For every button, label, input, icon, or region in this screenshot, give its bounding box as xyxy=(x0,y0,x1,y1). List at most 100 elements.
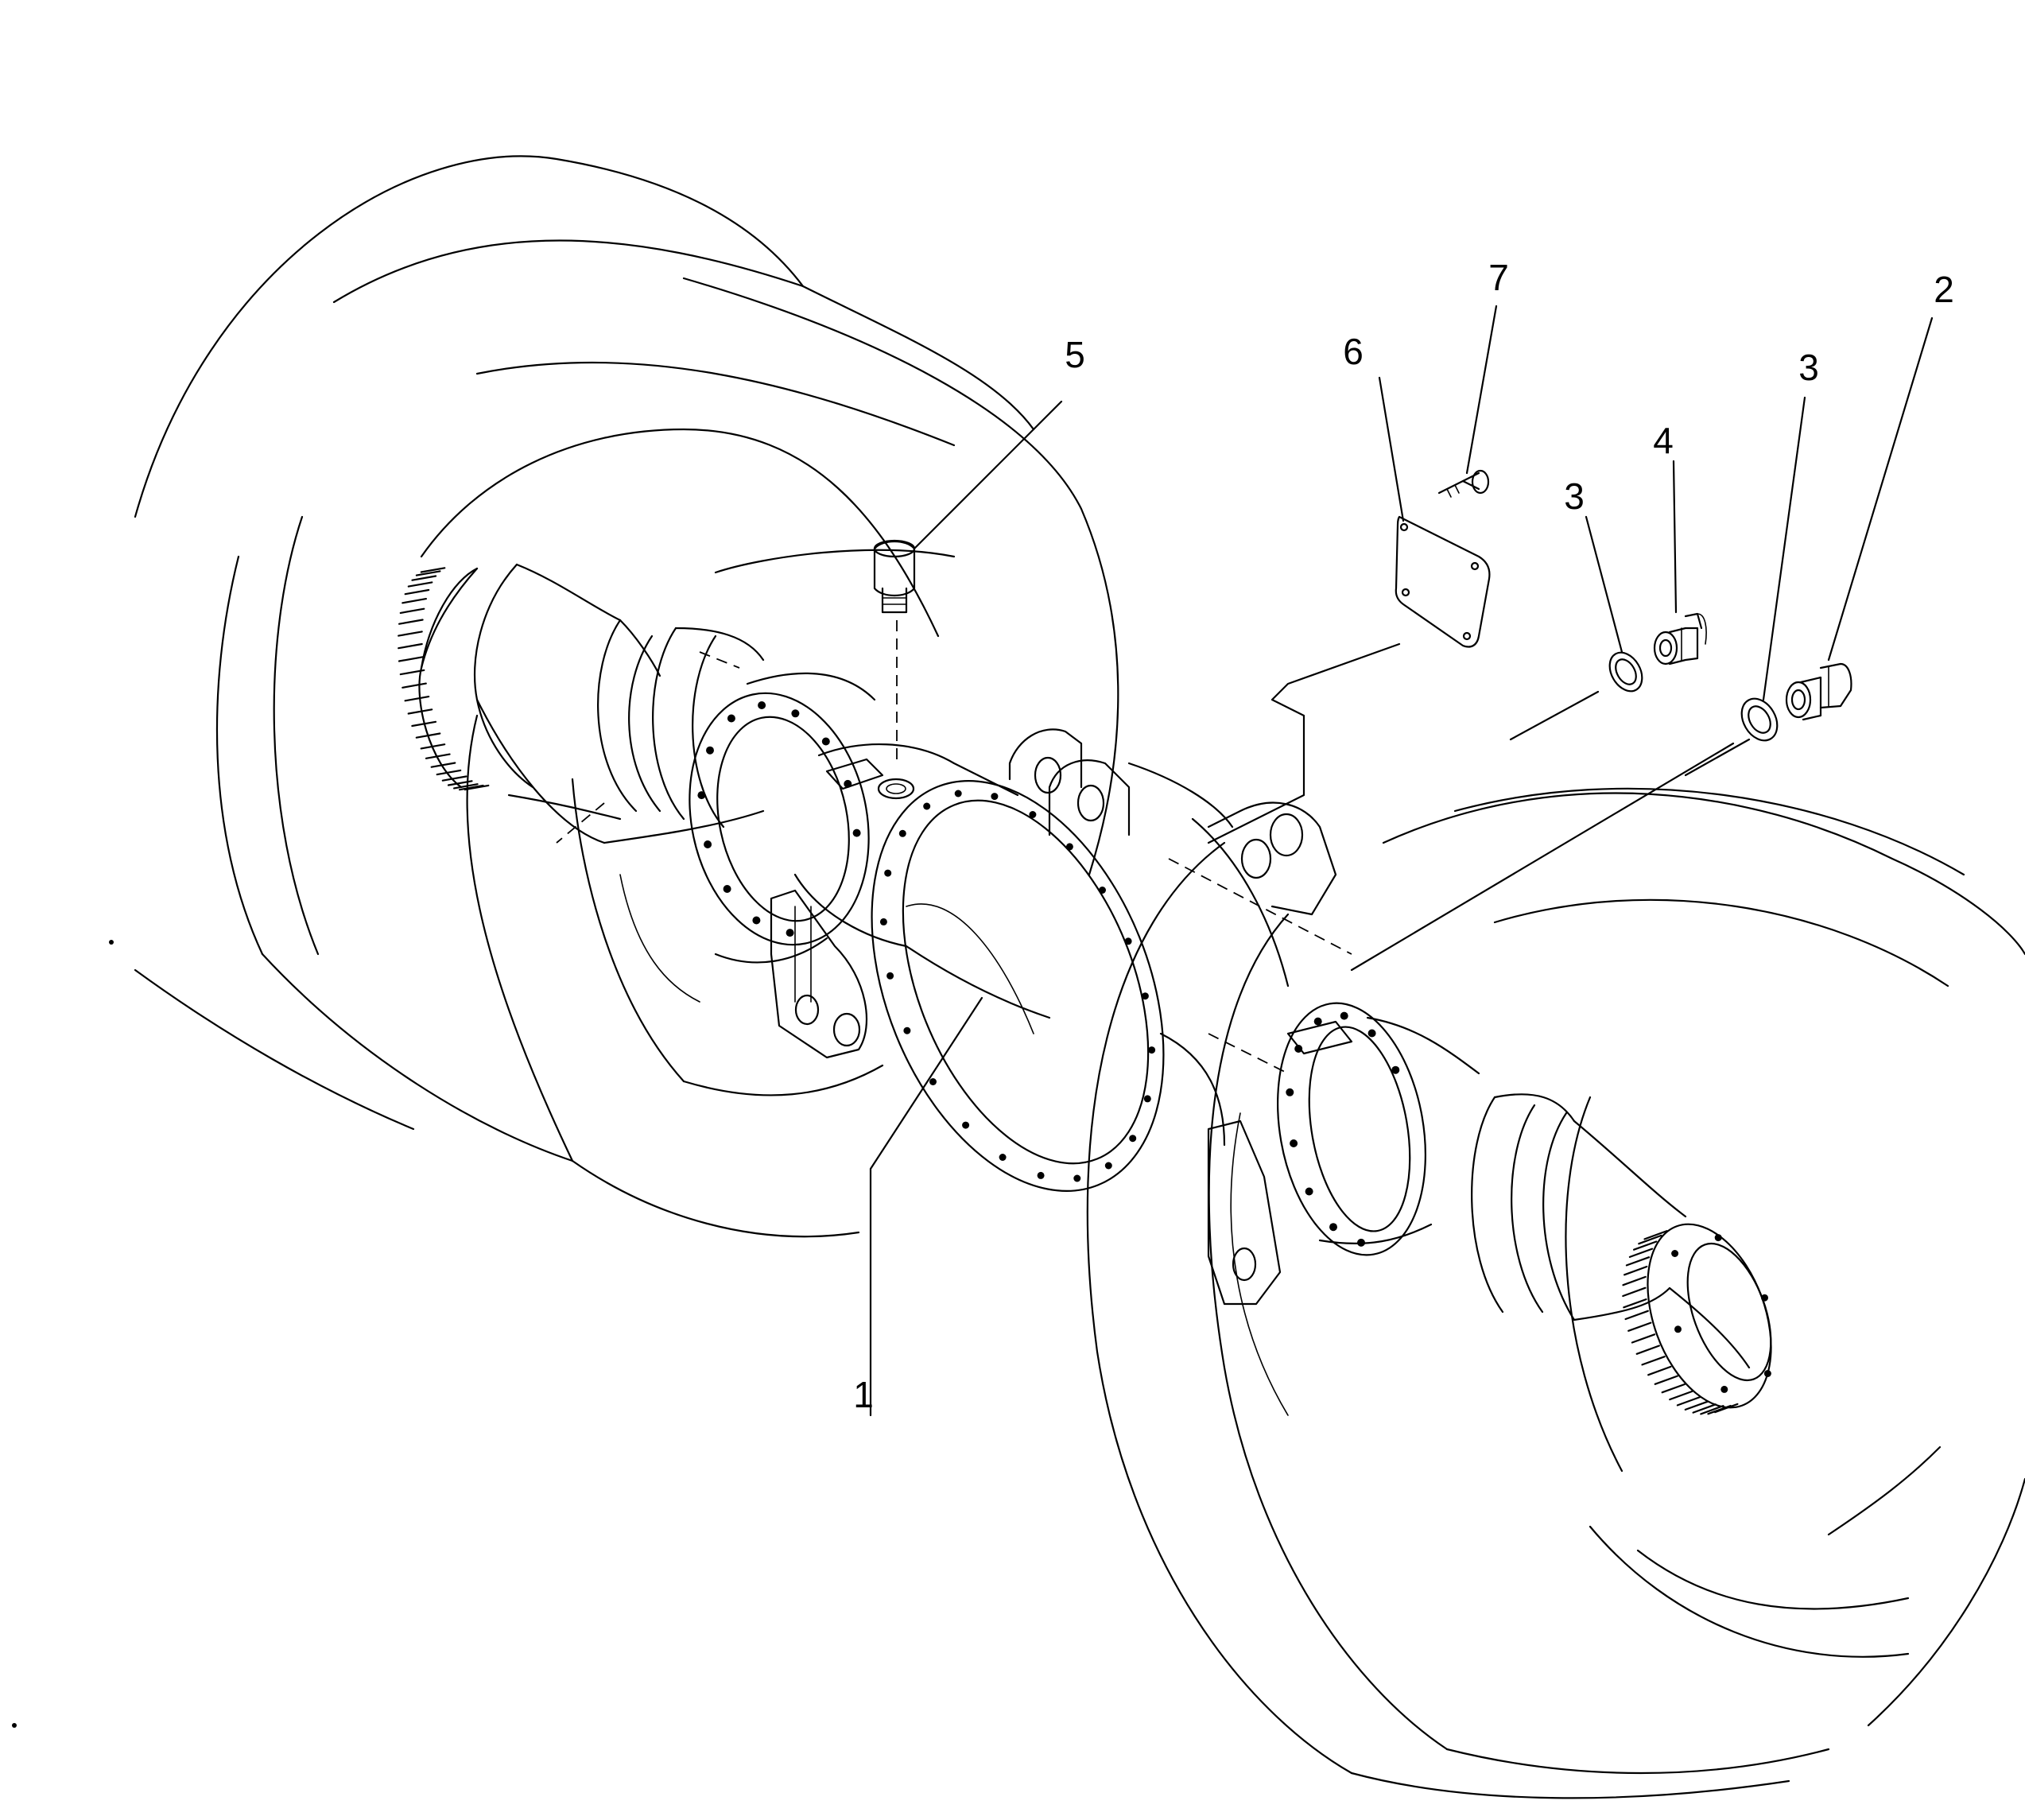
drain-plug-small xyxy=(1653,612,1707,666)
callout-3a: 3 xyxy=(1564,475,1585,517)
spline-tooth xyxy=(1633,1240,1658,1251)
spline-tooth xyxy=(1707,1404,1732,1415)
spline-tooth xyxy=(398,631,423,637)
callout-labels: 1 2 3 3 4 5 6 7 xyxy=(853,257,1954,1415)
spline-tooth xyxy=(1623,1298,1647,1309)
spline-tooth xyxy=(420,743,446,750)
bolt-hole xyxy=(1104,1162,1112,1170)
callout-1: 1 xyxy=(853,1374,874,1415)
spline-tooth xyxy=(1624,1310,1649,1321)
bolt-hole xyxy=(1294,1045,1303,1053)
spline-tooth xyxy=(407,581,433,588)
spline-tooth xyxy=(398,656,424,662)
spline-tooth xyxy=(398,642,423,650)
spline-tooth xyxy=(1684,1400,1709,1411)
callout-7: 7 xyxy=(1488,257,1509,298)
bolt-hole xyxy=(1329,1223,1337,1232)
callout-4: 4 xyxy=(1653,420,1674,461)
bolt-hole xyxy=(1141,992,1149,1000)
spline-tooth xyxy=(1622,1275,1647,1286)
speck xyxy=(109,940,114,945)
spline-tooth xyxy=(402,597,428,604)
spline-tooth xyxy=(441,775,467,782)
spline-tooth xyxy=(1700,1404,1724,1415)
spline-tooth xyxy=(1635,1345,1660,1355)
flange-bolt-holes xyxy=(697,701,861,937)
flange-bolt-holes xyxy=(1286,1011,1400,1247)
washer-left xyxy=(1509,651,1643,741)
bolt-hole xyxy=(1099,887,1106,894)
bolt-hole xyxy=(758,701,766,709)
bolt-hole xyxy=(999,1154,1007,1161)
left-axle-shaft xyxy=(398,563,876,964)
bolt-hole xyxy=(1671,1250,1679,1257)
spline-tooth xyxy=(1669,1390,1693,1401)
bolt-hole xyxy=(704,840,712,848)
spline-tooth xyxy=(411,720,437,728)
bolt-hole xyxy=(1124,937,1132,945)
bolt-hole xyxy=(752,916,761,925)
spline-tooth xyxy=(1692,1403,1717,1414)
bolt-hole xyxy=(1761,1294,1768,1302)
bolt-hole xyxy=(852,829,861,837)
spline-tooth xyxy=(415,570,441,576)
spline-tooth xyxy=(399,607,425,615)
bolt-hole xyxy=(786,929,794,937)
bolt-hole xyxy=(1367,1029,1376,1038)
spline-tooth xyxy=(1647,1365,1672,1376)
bolt-hole xyxy=(1029,811,1037,818)
spline-tooth xyxy=(436,769,462,776)
bolt-hole xyxy=(1720,1385,1728,1393)
bolt-hole xyxy=(727,714,735,723)
callout-2: 2 xyxy=(1934,269,1954,310)
axle-housing xyxy=(556,651,1352,1147)
bolt-hole xyxy=(886,972,894,980)
spline-tooth xyxy=(399,669,425,676)
bolt-hole xyxy=(1674,1325,1682,1333)
bolt-hole xyxy=(1391,1065,1400,1074)
spline-tooth xyxy=(425,753,451,759)
spline-tooth xyxy=(1643,1229,1668,1240)
ring-bolt-holes xyxy=(879,790,1156,1182)
spline-tooth xyxy=(447,780,473,786)
bolt-hole xyxy=(1073,1174,1081,1182)
spline-tooth xyxy=(404,588,430,596)
spline-tooth xyxy=(1625,1256,1651,1267)
bolt-hole xyxy=(791,709,800,718)
bolt-hole xyxy=(898,829,906,837)
spline-tooth xyxy=(411,575,437,581)
callout-3b: 3 xyxy=(1798,347,1819,388)
spline-tooth xyxy=(1623,1265,1648,1276)
bolt-hole xyxy=(1290,1139,1298,1147)
bolt-hole xyxy=(1305,1187,1313,1196)
spline-tooth xyxy=(430,762,456,768)
bolt-hole xyxy=(723,885,731,893)
spline-tooth xyxy=(420,567,446,573)
bolt-hole xyxy=(923,802,931,810)
drain-plug-large xyxy=(1684,662,1852,777)
bolt-hole xyxy=(821,737,830,746)
spline-teeth xyxy=(398,567,490,791)
spline-tooth xyxy=(1661,1383,1686,1394)
bolt-hole xyxy=(1714,1234,1722,1242)
spline-tooth xyxy=(1638,1234,1662,1245)
bolt-hole xyxy=(879,918,887,926)
spline-tooth xyxy=(1622,1286,1647,1298)
callout-leaders xyxy=(869,305,1934,1417)
spline-tooth xyxy=(402,682,427,689)
center-flange-ring xyxy=(871,780,1165,1192)
bolt-hole xyxy=(962,1121,970,1129)
spline-teeth xyxy=(1622,1229,1739,1415)
end-bolt-holes xyxy=(1671,1234,1771,1393)
right-axle-shaft xyxy=(1207,1002,1772,1415)
spline-tooth xyxy=(1676,1395,1701,1407)
washer-right xyxy=(1350,697,1779,972)
bolt-hole xyxy=(1313,1017,1322,1026)
right-tire xyxy=(1086,787,2025,1799)
bolt-hole xyxy=(706,746,714,755)
left-tire xyxy=(134,155,1119,1238)
bolt-hole xyxy=(903,1026,911,1034)
bolt-hole xyxy=(1037,1171,1045,1179)
spline-tooth xyxy=(404,695,430,702)
